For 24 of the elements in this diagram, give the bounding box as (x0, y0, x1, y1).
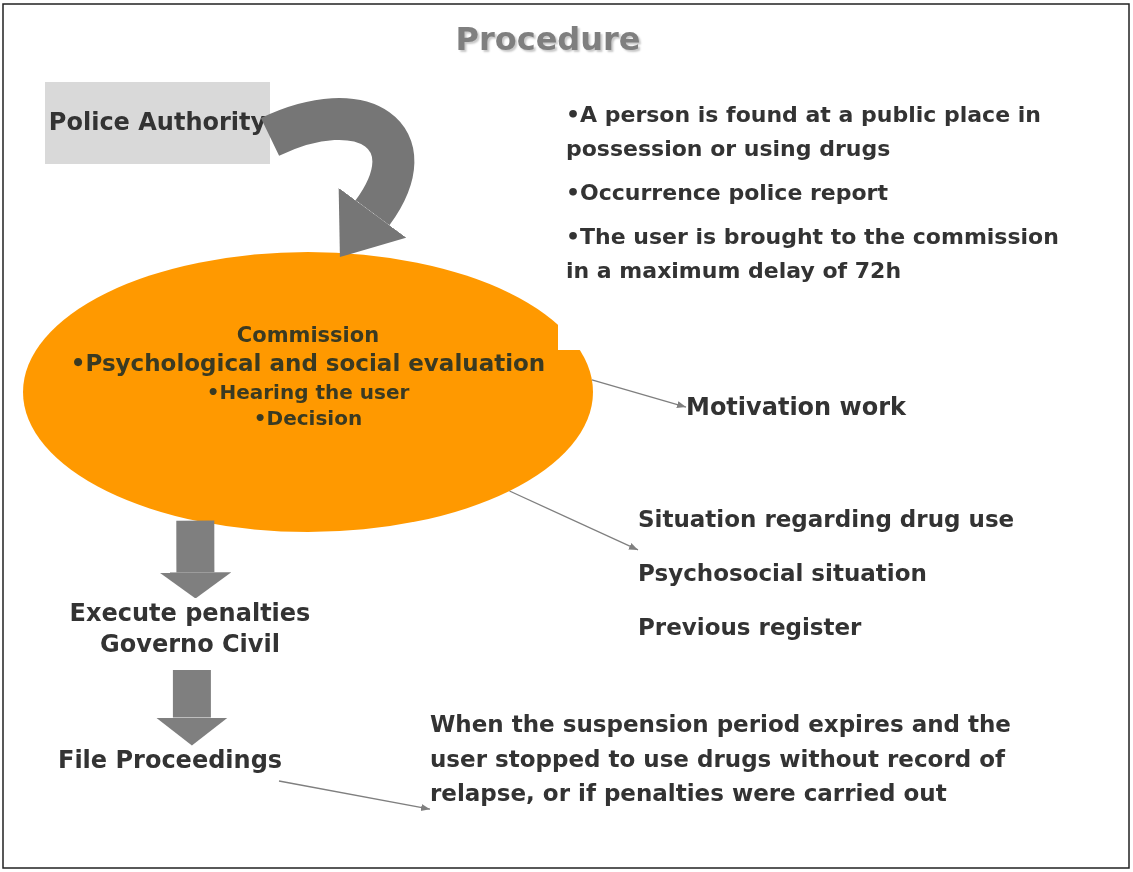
bullet-item: •Occurrence police report (566, 179, 889, 208)
text-label: When the suspension period expires and the user stopped to use drugs without record of relapse, or if penalties were carried out (430, 707, 1070, 847)
arrow (278, 780, 431, 812)
bullet-item: •A person is found at a public place in possession or using drugs (566, 101, 1042, 164)
arrow (591, 379, 687, 409)
curved-arrow (261, 98, 415, 260)
box-label: Police Authority (47, 107, 268, 139)
list-item: Psychosocial situation (638, 558, 928, 588)
process-box (45, 82, 270, 164)
commission-ellipse (23, 252, 593, 532)
text-label: Execute penalties Governo Civil (55, 598, 325, 670)
ellipse-heading: Commission (235, 322, 381, 349)
text-label: File Proceedings (58, 745, 318, 781)
bullet-item: •Hearing the user (205, 379, 411, 406)
list-item: Situation regarding drug use (638, 505, 1016, 534)
bullet-item: •The user is brought to the commission in a maximum delay of 72h (566, 223, 1060, 286)
title: Procedure (454, 20, 642, 58)
bullet-item: •Psychological and social evaluation (69, 349, 547, 379)
block-arrow (159, 520, 232, 599)
arrow (508, 490, 639, 551)
block-arrow (155, 670, 228, 746)
text-label: Motivation work (686, 392, 960, 428)
bullet-item: •Decision (252, 405, 364, 432)
list-item: Previous register (638, 612, 863, 642)
